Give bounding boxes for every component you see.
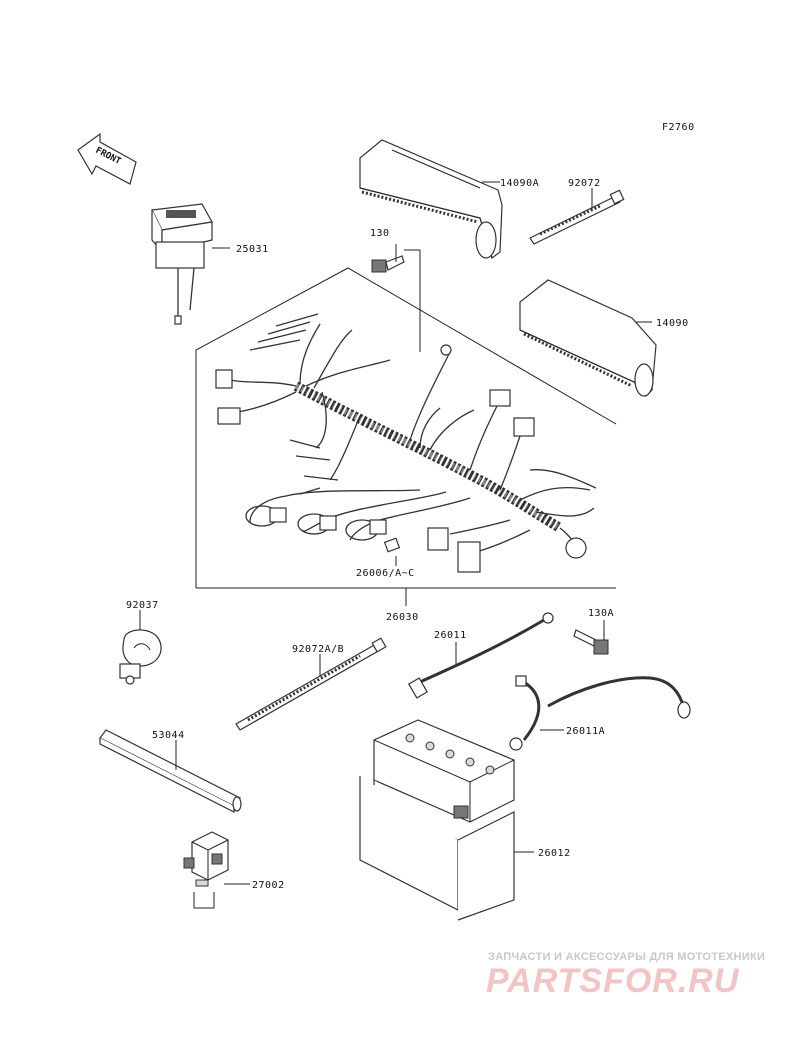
- label-130: 130: [370, 228, 390, 239]
- meter-25031: [151, 203, 213, 325]
- strap-92072ab: [235, 637, 387, 731]
- cover-14090a: [359, 139, 503, 259]
- cable-26011: [407, 612, 554, 699]
- label-26011a: 26011A: [566, 726, 605, 737]
- label-27002: 27002: [252, 880, 285, 891]
- battery-26012: [359, 719, 515, 921]
- label-26012: 26012: [538, 848, 571, 859]
- label-25031: 25031: [236, 244, 269, 255]
- fuse-26006: [383, 537, 401, 553]
- watermark-logo: PARTSFOR.RU: [486, 962, 740, 1000]
- wire-harness-26030: [215, 313, 597, 573]
- front-arrow-icon: FRONT: [77, 132, 137, 185]
- watermark-tagline: ЗАПЧАСТИ И АКСЕССУАРЫ ДЛЯ МОТОТЕХНИКИ: [488, 951, 766, 963]
- strap-92072: [529, 189, 625, 245]
- cable-26011a: [509, 675, 691, 751]
- cover-14090: [519, 279, 657, 397]
- label-92037: 92037: [126, 600, 159, 611]
- label-53044: 53044: [152, 730, 185, 741]
- relay-27002: [183, 831, 229, 887]
- label-92072: 92072: [568, 178, 601, 189]
- tube-53044: [99, 729, 242, 813]
- label-26011: 26011: [434, 630, 467, 641]
- label-26006: 26006/A~C: [356, 568, 415, 579]
- label-14090a: 14090A: [500, 178, 539, 189]
- bolt-130a: [573, 629, 609, 655]
- label-92072ab: 92072A/B: [292, 644, 344, 655]
- label-130a: 130A: [588, 608, 614, 619]
- bolt-130: [371, 255, 405, 273]
- clamp-92037: [119, 629, 162, 685]
- label-14090: 14090: [656, 318, 689, 329]
- label-26030: 26030: [386, 612, 419, 623]
- figure-code: F2760: [662, 122, 695, 133]
